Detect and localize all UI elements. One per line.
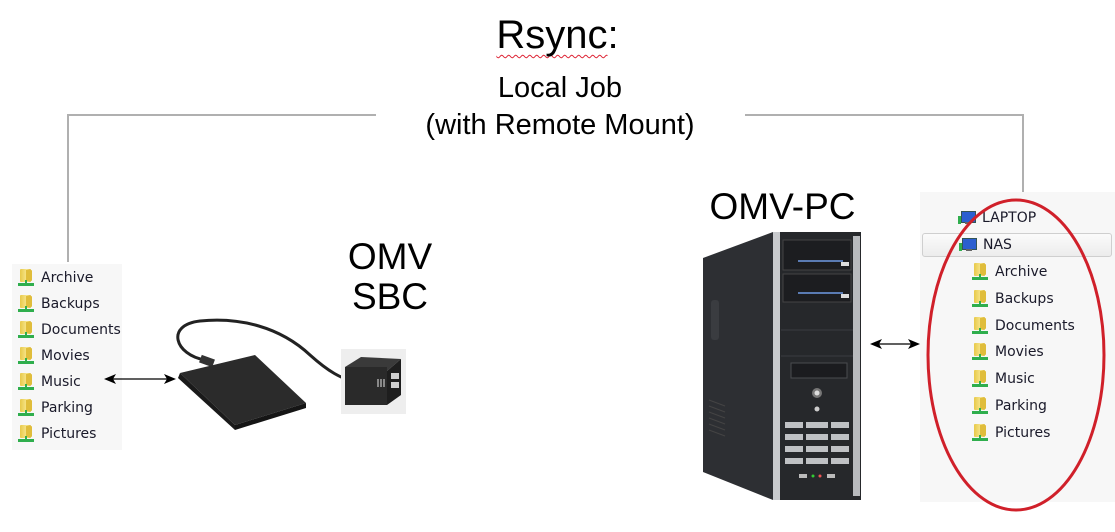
shared-folder-icon [972,343,988,361]
folder-label: Music [41,374,81,390]
nas-folder-item[interactable]: Documents [972,314,1075,338]
folder-label: Music [995,371,1035,388]
folder-label: Movies [995,344,1044,361]
title-colon: : [607,13,619,57]
connector-right-vertical [1022,114,1024,192]
folder-item[interactable]: Documents [18,318,121,342]
folder-item[interactable]: Movies [18,344,90,368]
subtitle-line-2: (with Remote Mount) [425,109,695,141]
shared-folder-icon [972,316,988,335]
pc-label: OMV-PC [709,186,856,227]
shared-folder-icon [18,321,34,339]
shared-folder-icon [972,423,988,442]
desktop-tower-pc-icon [703,230,863,515]
single-board-computer-icon [341,349,406,414]
folder-label: Documents [995,317,1075,334]
diagram-title: Rsync: [0,10,1115,60]
title-text: Rsync [496,13,608,57]
nas-folder-item[interactable]: Backups [972,287,1054,311]
shared-folder-icon [972,263,988,281]
bidirectional-arrow-right [870,337,920,351]
host-label: NAS [983,237,1012,253]
shared-folder-icon [18,373,34,391]
shared-folder-icon [18,269,34,287]
connector-left-vertical [67,114,69,262]
nas-folder-item[interactable]: Archive [972,260,1047,284]
folder-item[interactable]: Pictures [18,422,96,446]
shared-folder-icon [972,289,988,308]
external-hard-drive-icon [160,315,420,440]
host-label: LAPTOP [982,210,1037,226]
folder-label: Pictures [41,426,97,442]
folder-item[interactable]: Backups [18,292,100,316]
nas-folder-item[interactable]: Pictures [972,421,1050,445]
folder-label: Backups [41,296,100,312]
shared-folder-icon [18,347,34,365]
nas-folder-item[interactable]: Movies [972,340,1044,364]
shared-folder-icon [18,399,34,417]
folder-item[interactable]: Archive [18,266,93,290]
folder-label: Parking [995,398,1047,414]
folder-label: Backups [995,290,1054,307]
nas-folder-item[interactable]: Music [972,367,1035,391]
folder-label: Documents [41,322,121,338]
shared-folder-icon [972,397,988,415]
shared-folder-icon [18,295,34,313]
connector-right-horizontal [745,114,1024,116]
folder-label: Parking [41,400,93,416]
folder-label: Archive [41,270,94,286]
subtitle-line-1: Local Job [497,72,623,104]
network-computer-icon [959,237,977,253]
sbc-label: OMV SBC [330,237,450,317]
shared-folder-icon [972,370,988,388]
folder-item[interactable]: Music [18,370,81,394]
folder-label: Movies [41,348,90,364]
folder-label: Pictures [995,424,1051,441]
highlight-ellipse [920,195,1115,520]
nas-folder-item[interactable]: Parking [972,394,1047,418]
folder-label: Archive [995,264,1048,280]
bidirectional-arrow-left [104,372,176,386]
connector-left-horizontal [67,114,376,116]
diagram-subtitle: Local Job (with Remote Mount) [380,70,740,144]
shared-folder-icon [18,425,34,443]
folder-item[interactable]: Parking [18,396,93,420]
sbc-label-line-1: OMV [347,236,433,277]
sbc-label-line-2: SBC [351,276,429,317]
